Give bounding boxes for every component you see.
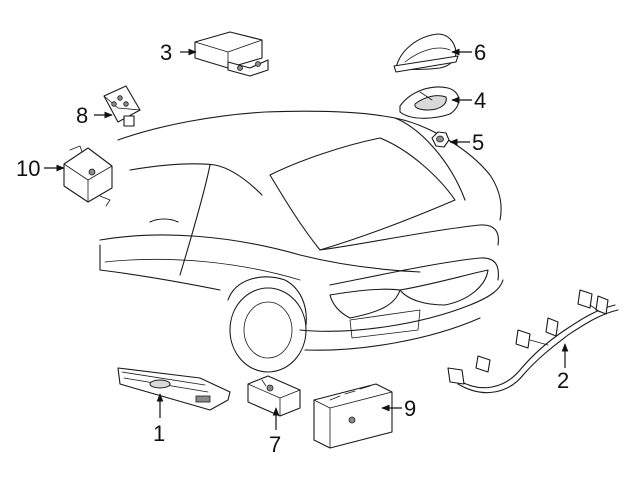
part-1-trim-strip: [117, 367, 231, 411]
part-4-antenna-base: [399, 86, 460, 119]
callout-6: 6: [474, 40, 486, 65]
callout-4: 4: [474, 88, 486, 113]
part-2-wiring-harness: [447, 289, 619, 394]
part-8-sensor-unit: [103, 85, 141, 127]
callout-labels: 1 2 3 4 5 6 7 8 9 10: [16, 40, 569, 457]
convertible-car-illustration: [99, 110, 504, 373]
callout-10: 10: [16, 156, 40, 181]
part-9-control-unit: [313, 383, 393, 449]
callout-8: 8: [76, 103, 88, 128]
callout-1: 1: [153, 421, 165, 446]
callout-9: 9: [404, 396, 416, 421]
part-3-control-module: [194, 31, 269, 77]
callout-2: 2: [557, 368, 569, 393]
part-10-module: [63, 145, 113, 207]
callout-5: 5: [472, 130, 484, 155]
callout-3: 3: [160, 40, 172, 65]
callout-7: 7: [269, 432, 281, 457]
part-5-nut: [431, 131, 450, 148]
callout-leaders: [44, 48, 569, 430]
part-6-shark-fin-antenna: [393, 33, 459, 73]
part-7-small-module: [247, 375, 301, 417]
